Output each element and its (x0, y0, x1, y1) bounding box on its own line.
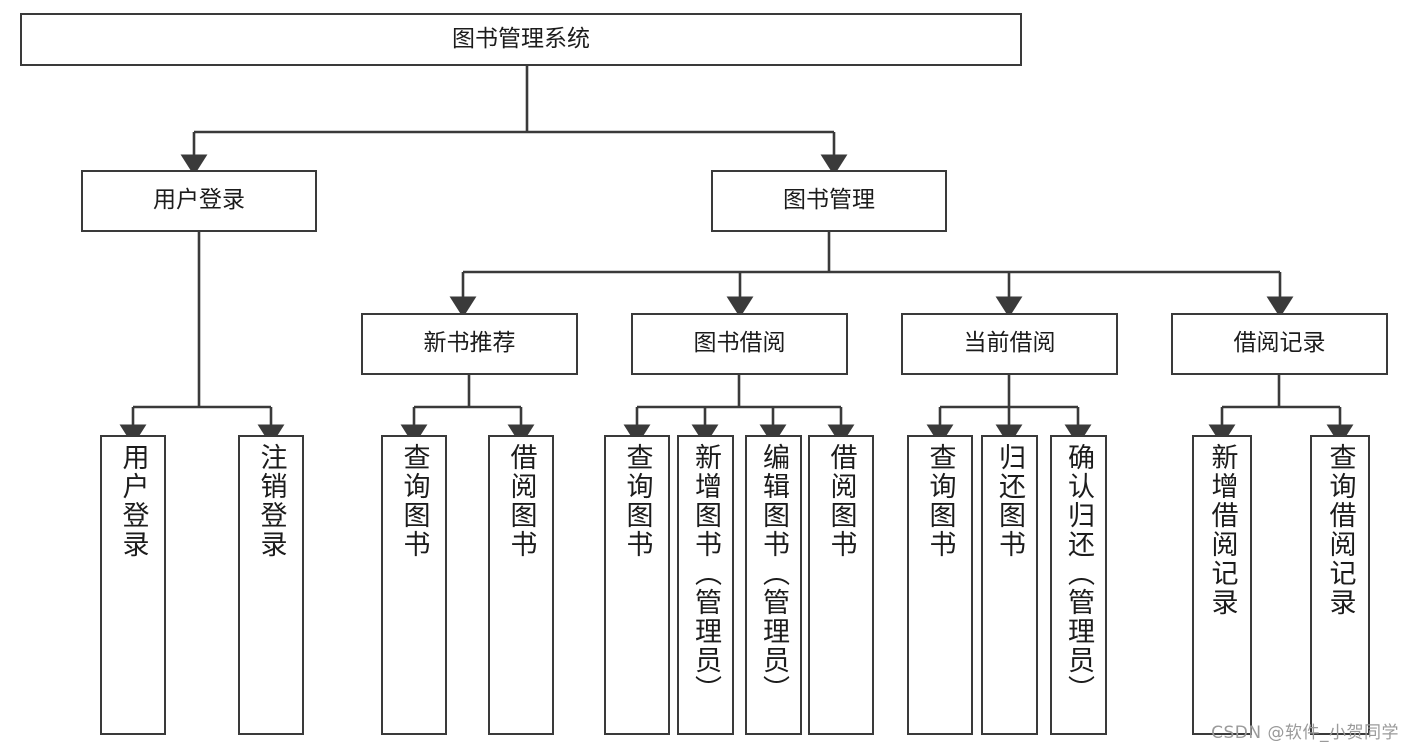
node-label: 借阅图书 (505, 443, 537, 559)
node-label: 确认归还（管理员） (1063, 443, 1094, 704)
node-label: 新增借阅记录 (1206, 443, 1238, 617)
node-leaf-confirm-return[interactable]: 确认归还（管理员） (1050, 435, 1107, 735)
node-leaf-query-book-current[interactable]: 查询图书 (907, 435, 973, 735)
node-label: 图书借阅 (693, 330, 786, 357)
node-leaf-borrow-book-recommend[interactable]: 借阅图书 (488, 435, 554, 735)
node-book-borrow[interactable]: 图书借阅 (631, 313, 848, 375)
node-leaf-query-book-borrow[interactable]: 查询图书 (604, 435, 670, 735)
node-leaf-borrow-book-borrow[interactable]: 借阅图书 (808, 435, 874, 735)
node-label: 借阅记录 (1233, 330, 1326, 357)
node-leaf-return-book[interactable]: 归还图书 (981, 435, 1038, 735)
node-label: 查询借阅记录 (1324, 443, 1356, 617)
node-label: 归还图书 (994, 443, 1025, 559)
node-label: 查询图书 (398, 443, 430, 559)
node-label: 注销登录 (255, 443, 287, 559)
node-leaf-query-borrow-record[interactable]: 查询借阅记录 (1310, 435, 1370, 735)
node-label: 图书管理系统 (452, 25, 590, 52)
node-user-login[interactable]: 用户登录 (81, 170, 317, 232)
node-label: 查询图书 (924, 443, 956, 559)
node-label: 当前借阅 (963, 330, 1056, 357)
node-label: 新书推荐 (423, 330, 516, 357)
node-leaf-user-login[interactable]: 用户登录 (100, 435, 166, 735)
node-leaf-edit-book[interactable]: 编辑图书（管理员） (745, 435, 802, 735)
node-label: 用户登录 (117, 443, 149, 559)
node-new-book-recommend[interactable]: 新书推荐 (361, 313, 578, 375)
node-current-borrow[interactable]: 当前借阅 (901, 313, 1118, 375)
node-leaf-add-borrow-record[interactable]: 新增借阅记录 (1192, 435, 1252, 735)
node-label: 新增图书（管理员） (690, 443, 721, 704)
node-label: 图书管理 (783, 187, 875, 214)
node-book-management[interactable]: 图书管理 (711, 170, 947, 232)
node-borrow-record[interactable]: 借阅记录 (1171, 313, 1388, 375)
node-label: 编辑图书（管理员） (758, 443, 789, 704)
node-root-book-management-system[interactable]: 图书管理系统 (20, 13, 1022, 66)
node-leaf-logout-login[interactable]: 注销登录 (238, 435, 304, 735)
node-label: 借阅图书 (825, 443, 857, 559)
node-leaf-query-book-recommend[interactable]: 查询图书 (381, 435, 447, 735)
node-leaf-add-book[interactable]: 新增图书（管理员） (677, 435, 734, 735)
node-label: 查询图书 (621, 443, 653, 559)
node-label: 用户登录 (153, 187, 245, 214)
